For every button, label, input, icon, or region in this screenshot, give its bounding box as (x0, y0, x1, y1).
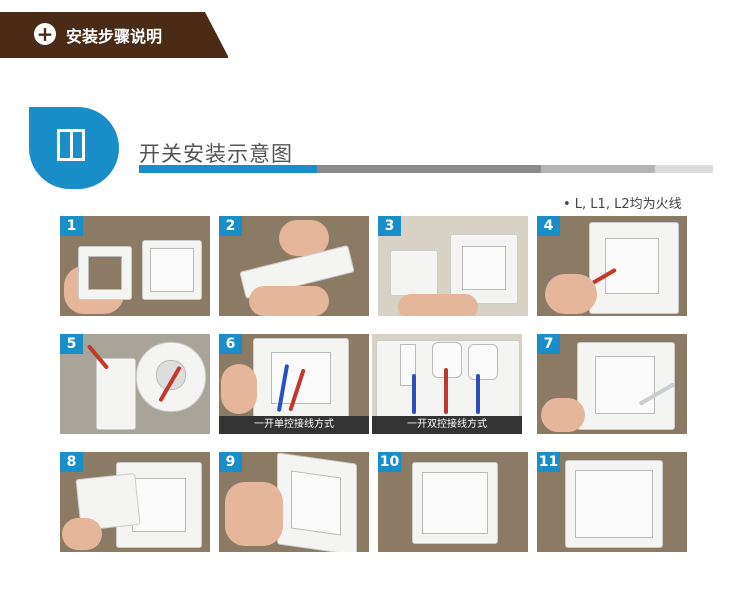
step-number: 3 (378, 216, 401, 236)
step-5-image: 5 (60, 334, 210, 434)
single-control-caption: 一开单控接线方式 (219, 416, 369, 434)
live-wire-note: • L, L1, L2均为火线 (563, 197, 682, 212)
section-banner: + 安装步骤说明 (0, 12, 229, 58)
banner-title: 安装步骤说明 (66, 27, 163, 46)
step-number: 4 (537, 216, 560, 236)
step-9-image: 9 (219, 452, 369, 552)
plus-circle-icon: + (34, 23, 56, 45)
switch-panel-icon (29, 107, 119, 189)
step-number: 2 (219, 216, 242, 236)
step-8-image: 8 (60, 452, 210, 552)
step-number: 8 (60, 452, 83, 472)
title-underline-blue (139, 165, 317, 173)
step-7-image: 7 (537, 334, 687, 434)
step-number: 5 (60, 334, 83, 354)
step-4-image: 4 (537, 216, 687, 316)
step-number: 9 (219, 452, 242, 472)
caption-divider (369, 422, 371, 434)
step-10-image: 10 (378, 452, 528, 552)
step-number: 10 (378, 452, 401, 472)
step-11-image: 11 (537, 452, 687, 552)
step-6b-image: 一开双控接线方式 (372, 334, 522, 434)
title-underline-light (655, 165, 713, 173)
step-2-image: 2 (219, 216, 369, 316)
step-number: 11 (537, 452, 560, 472)
step-number: 6 (219, 334, 242, 354)
step-number: 1 (60, 216, 83, 236)
step-6a-image: 6 一开单控接线方式 (219, 334, 369, 434)
title-underline-gray (317, 165, 541, 173)
step-3-image: 3 (378, 216, 528, 316)
section-title: 开关安装示意图 (139, 142, 293, 166)
step-number: 7 (537, 334, 560, 354)
title-underline-mid (541, 165, 655, 173)
double-control-caption: 一开双控接线方式 (372, 416, 522, 434)
step-1-image: 1 (60, 216, 210, 316)
